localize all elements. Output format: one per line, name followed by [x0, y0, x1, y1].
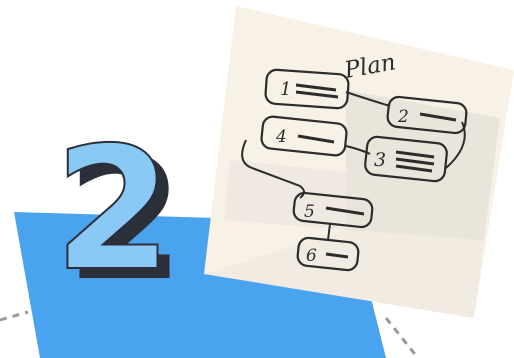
svg-text:3: 3 [374, 149, 386, 171]
svg-text:4: 4 [275, 127, 287, 147]
svg-text:2: 2 [54, 111, 172, 309]
big-number-two: 2 2 [54, 111, 184, 319]
svg-text:5: 5 [304, 202, 315, 222]
plan-sheet: Plan 1 2 4 [204, 6, 514, 318]
svg-text:2: 2 [397, 107, 409, 127]
dashed-connector-right [386, 318, 418, 358]
dashed-connector-left [0, 312, 28, 320]
svg-text:6: 6 [306, 246, 317, 266]
svg-text:1: 1 [280, 79, 291, 100]
